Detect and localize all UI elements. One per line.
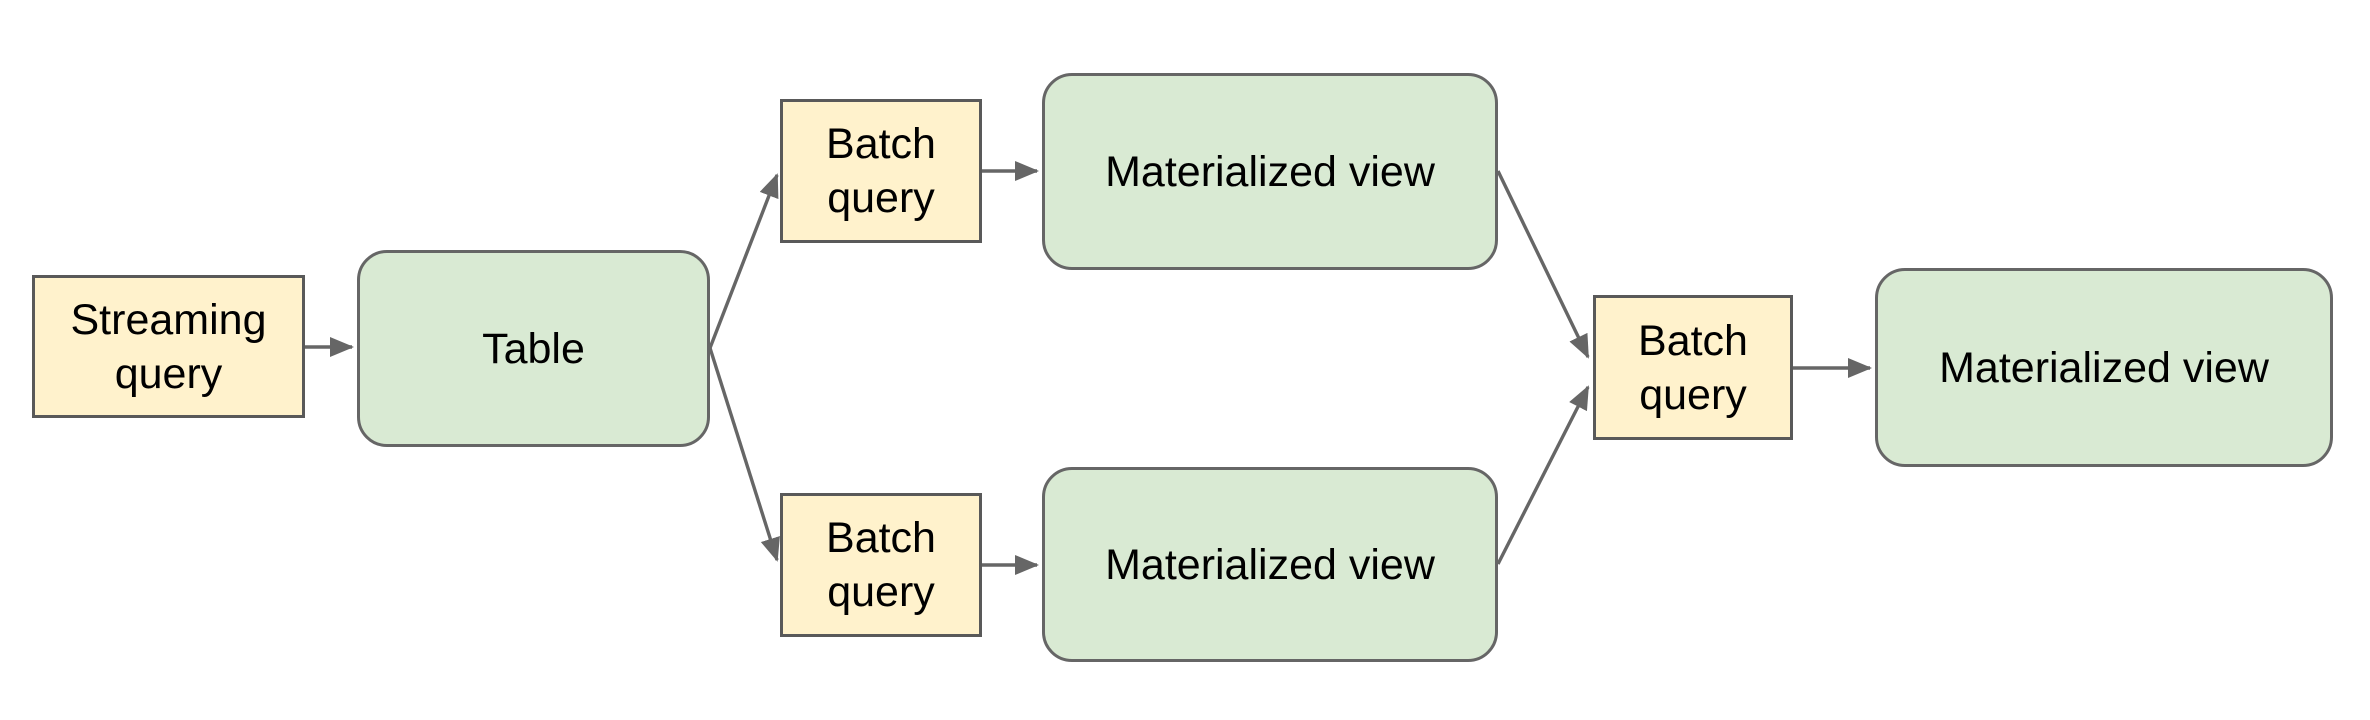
connector-materialized-view-top-to-batch-query-right (1496, 170, 1590, 359)
connector-table-to-batch-query-bottom (708, 347, 780, 562)
node-label-batch-query-right: Batch query (1638, 316, 1748, 419)
node-label-materialized-view-bottom: Materialized view (1105, 540, 1435, 589)
connector-materialized-view-bottom-to-batch-query-right (1496, 385, 1590, 565)
node-label-materialized-view-top: Materialized view (1105, 147, 1435, 196)
node-label-streaming-query: Streaming query (70, 295, 267, 398)
node-materialized-view-bottom: Materialized view (1042, 467, 1498, 662)
node-label-batch-query-bottom: Batch query (826, 514, 936, 616)
node-label-batch-query-top: Batch query (826, 120, 936, 222)
node-label-table: Table (482, 324, 585, 373)
node-batch-query-bottom: Batch query (780, 493, 982, 637)
node-materialized-view-top: Materialized view (1042, 73, 1498, 270)
node-batch-query-right: Batch query (1593, 295, 1793, 440)
node-batch-query-top: Batch query (780, 99, 982, 243)
node-label-materialized-view-right: Materialized view (1939, 343, 2269, 392)
connector-table-to-batch-query-top (708, 173, 779, 349)
node-table: Table (357, 250, 710, 447)
node-streaming-query: Streaming query (32, 275, 305, 418)
node-materialized-view-right: Materialized view (1875, 268, 2333, 467)
